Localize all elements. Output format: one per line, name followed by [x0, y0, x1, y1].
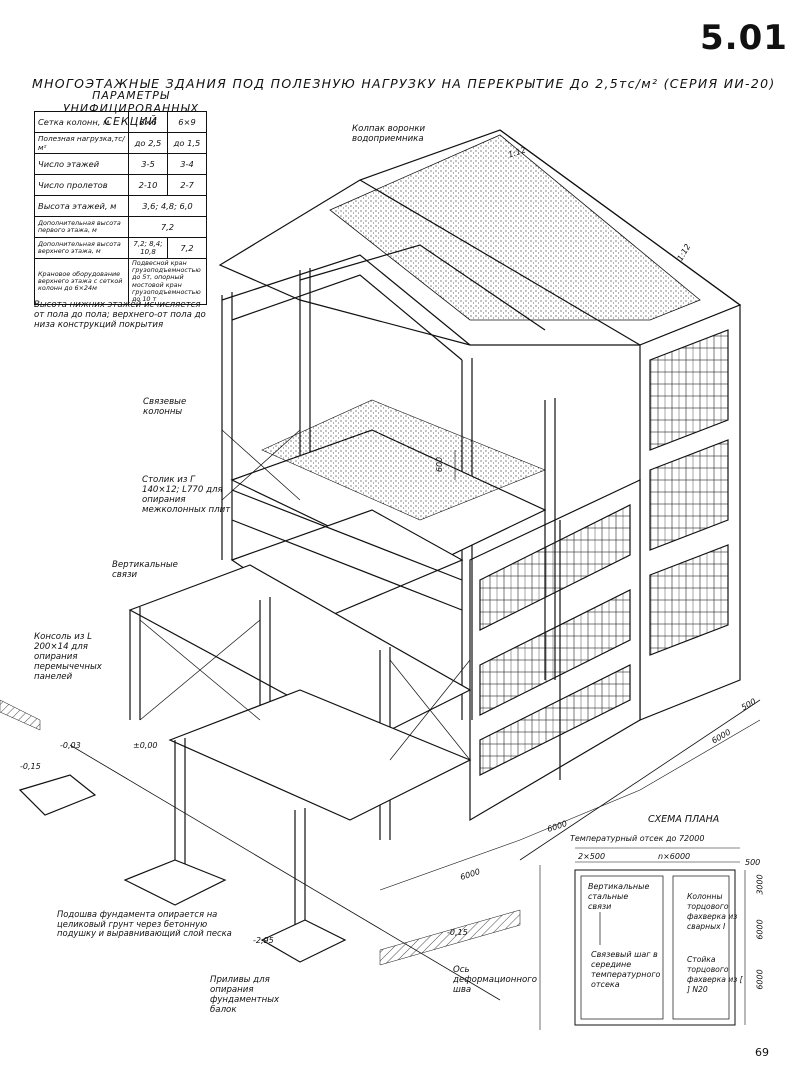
plan-title: СХЕМА ПЛАНА	[648, 814, 720, 825]
table-row: Высота этажей, м 3,6; 4,8; 6,0	[34, 195, 207, 217]
param-value: Подвесной кран грузоподъемностью до 5т, …	[128, 257, 207, 306]
level-label: ±0,00	[133, 741, 158, 750]
note-funnel: Колпак воронки водоприемника	[352, 124, 426, 144]
plan-right-dim: 500	[745, 858, 761, 867]
plan-mid-dim: n×6000	[658, 852, 691, 861]
note-vertical-braces: Вертикальные связи	[112, 560, 178, 580]
parameters-table: Сетка колонн, м 6×6 6×9 Полезная нагрузк…	[34, 111, 207, 306]
plan-joint-label: Связевый шаг в середине температурного о…	[591, 950, 661, 989]
plan-dim-6000: 6000	[755, 969, 765, 990]
level-label: -0,15	[447, 928, 468, 937]
note-braced-columns: Связевые колонны	[143, 397, 187, 417]
note-height: Высота нижних этажей исчисляется от пола…	[34, 300, 206, 330]
table-row: Крановое оборудование верхнего этажа с с…	[34, 257, 207, 306]
param-label: Крановое оборудование верхнего этажа с с…	[34, 257, 129, 306]
sheet-number: 5.01	[700, 18, 788, 58]
table-row: Число этажей 3-5 3-4	[34, 153, 207, 175]
plan-dim-6000: 6000	[755, 919, 765, 940]
level-label: -0,15	[20, 762, 41, 771]
param-value: 6×9	[167, 111, 207, 133]
note-foundation: Подошва фундамента опирается на целиковы…	[57, 909, 232, 939]
page-number: 69	[755, 1046, 769, 1059]
building-outline	[0, 129, 761, 1001]
plan-scheme	[539, 847, 746, 1030]
dim-600-label: 600	[435, 456, 445, 473]
plan-compartment-label: Температурный отсек до 72000	[570, 834, 705, 843]
page-title: МНОГОЭТАЖНЫЕ ЗДАНИЯ ПОД ПОЛЕЗНУЮ НАГРУЗК…	[32, 76, 776, 91]
level-label: -2,95	[253, 936, 274, 945]
note-inflows: Приливы для опирания фундаментных балок	[210, 975, 280, 1015]
plan-post-end: Стойка торцового фахверка из [ ] N20	[687, 955, 743, 994]
level-label: -0,03	[60, 741, 81, 750]
note-axis: Ось деформационного шва	[453, 965, 537, 995]
plan-columns-end: Колонны торцового фахверка из сварных I	[687, 892, 738, 931]
note-table-support: Столик из Г 140×12; L770 для опирания ме…	[142, 475, 231, 515]
plan-left-dim: 2×500	[578, 852, 606, 861]
table-row: Полезная нагрузка,тс/м² до 2,5 до 1,5	[34, 132, 207, 154]
note-console: Консоль из L 200×14 для опирания перемыч…	[34, 632, 102, 682]
plan-dim-3000: 3000	[755, 874, 765, 895]
plan-vertical-braces: Вертикальные стальные связи	[588, 882, 650, 911]
